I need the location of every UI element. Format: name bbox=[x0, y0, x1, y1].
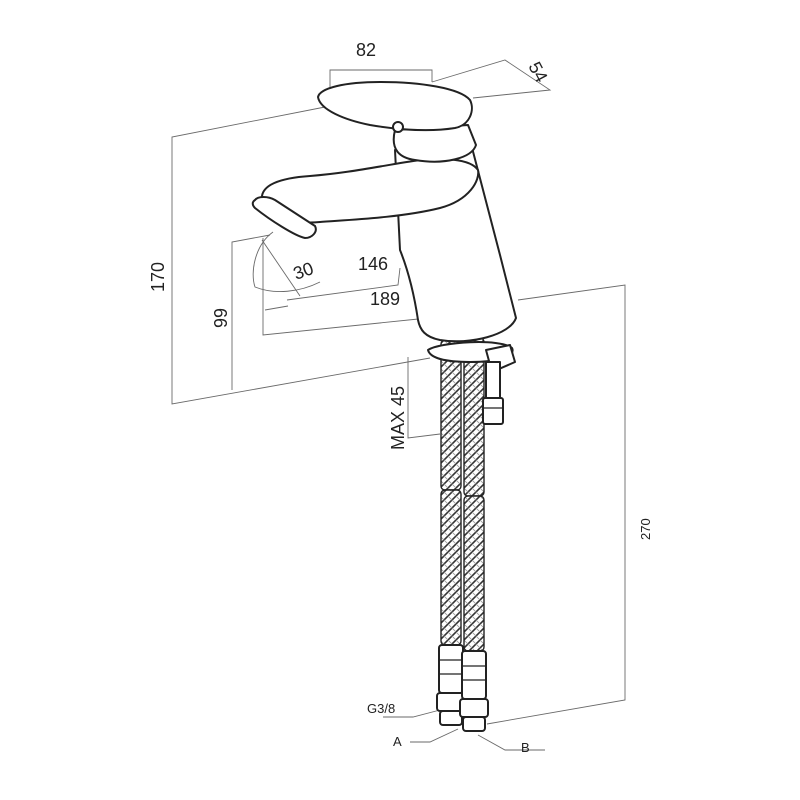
dim-angle-30: 30 bbox=[291, 258, 317, 284]
dim-hose-270: 270 bbox=[638, 518, 653, 540]
dim-height-99: 99 bbox=[211, 308, 231, 328]
dimension-labels: 82 54 170 99 30 146 189 MAX 45 270 G3/8 … bbox=[148, 40, 653, 755]
dimension-lines bbox=[171, 59, 626, 751]
spout bbox=[251, 158, 480, 239]
mounting-nut-and-stud bbox=[427, 341, 516, 425]
label-inlet-a: A bbox=[393, 734, 402, 749]
dim-depth-54: 54 bbox=[524, 58, 551, 85]
dim-max-45: MAX 45 bbox=[388, 386, 408, 450]
dim-height-170: 170 bbox=[148, 262, 168, 292]
dim-width-82: 82 bbox=[356, 40, 376, 60]
hose-left bbox=[436, 339, 466, 726]
label-thread-g38: G3/8 bbox=[367, 701, 395, 716]
dim-length-189: 189 bbox=[370, 289, 400, 309]
lever-handle bbox=[317, 81, 477, 163]
label-inlet-b: B bbox=[521, 740, 530, 755]
flexible-hoses bbox=[436, 337, 489, 732]
hose-right bbox=[459, 337, 489, 732]
dim-reach-146: 146 bbox=[358, 254, 388, 274]
